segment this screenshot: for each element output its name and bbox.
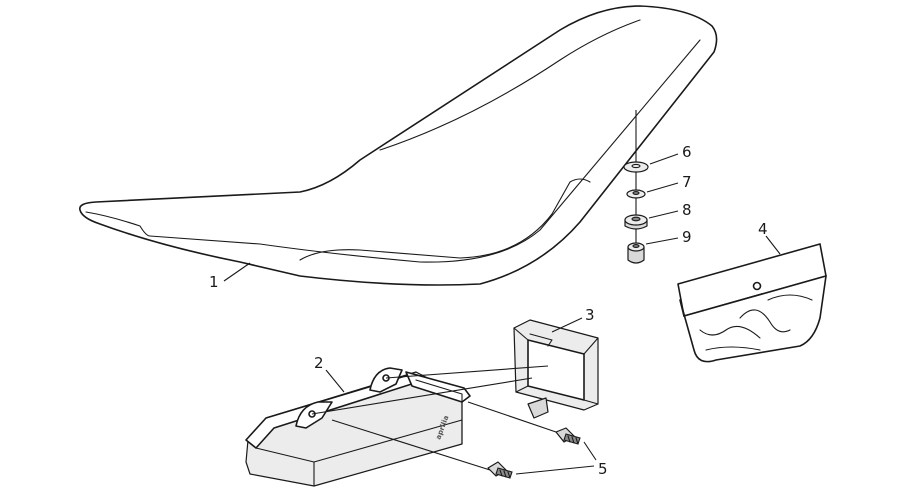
- document-bag-part: [677, 243, 827, 363]
- leader-7: [646, 182, 679, 193]
- washer-7-part: [626, 189, 646, 199]
- projection-line-upper: [385, 365, 549, 379]
- callout-4: 4: [758, 220, 768, 238]
- callout-9: 9: [682, 228, 692, 246]
- leader-5-lower: [515, 465, 595, 475]
- projection-line-lower: [311, 377, 533, 415]
- callout-6: 6: [682, 143, 692, 161]
- tool-tray-part: aprilia: [245, 367, 471, 487]
- leader-5-upper: [583, 441, 597, 461]
- callout-5: 5: [598, 460, 608, 478]
- bracket-frame-part: [513, 319, 599, 419]
- grommet-8-part: [624, 214, 648, 230]
- screw-lower-part: [487, 461, 513, 479]
- leader-4: [765, 235, 781, 255]
- leader-9: [645, 237, 679, 245]
- callout-1: 1: [209, 273, 219, 291]
- screw-upper-part: [555, 427, 581, 445]
- callout-7: 7: [682, 173, 692, 191]
- leader-6: [649, 153, 679, 165]
- leader-2: [325, 369, 345, 393]
- callout-8: 8: [682, 201, 692, 219]
- seat-leader: [223, 262, 251, 282]
- leader-8: [648, 210, 679, 219]
- leader-3: [551, 317, 583, 333]
- seat-part: [79, 5, 718, 286]
- projection-line-bolt-b: [331, 419, 491, 471]
- washer-6-part: [623, 161, 649, 173]
- callout-2: 2: [314, 354, 324, 372]
- projection-line-bolt-a: [467, 401, 557, 433]
- callout-3: 3: [585, 306, 595, 324]
- nut-9-part: [627, 242, 645, 264]
